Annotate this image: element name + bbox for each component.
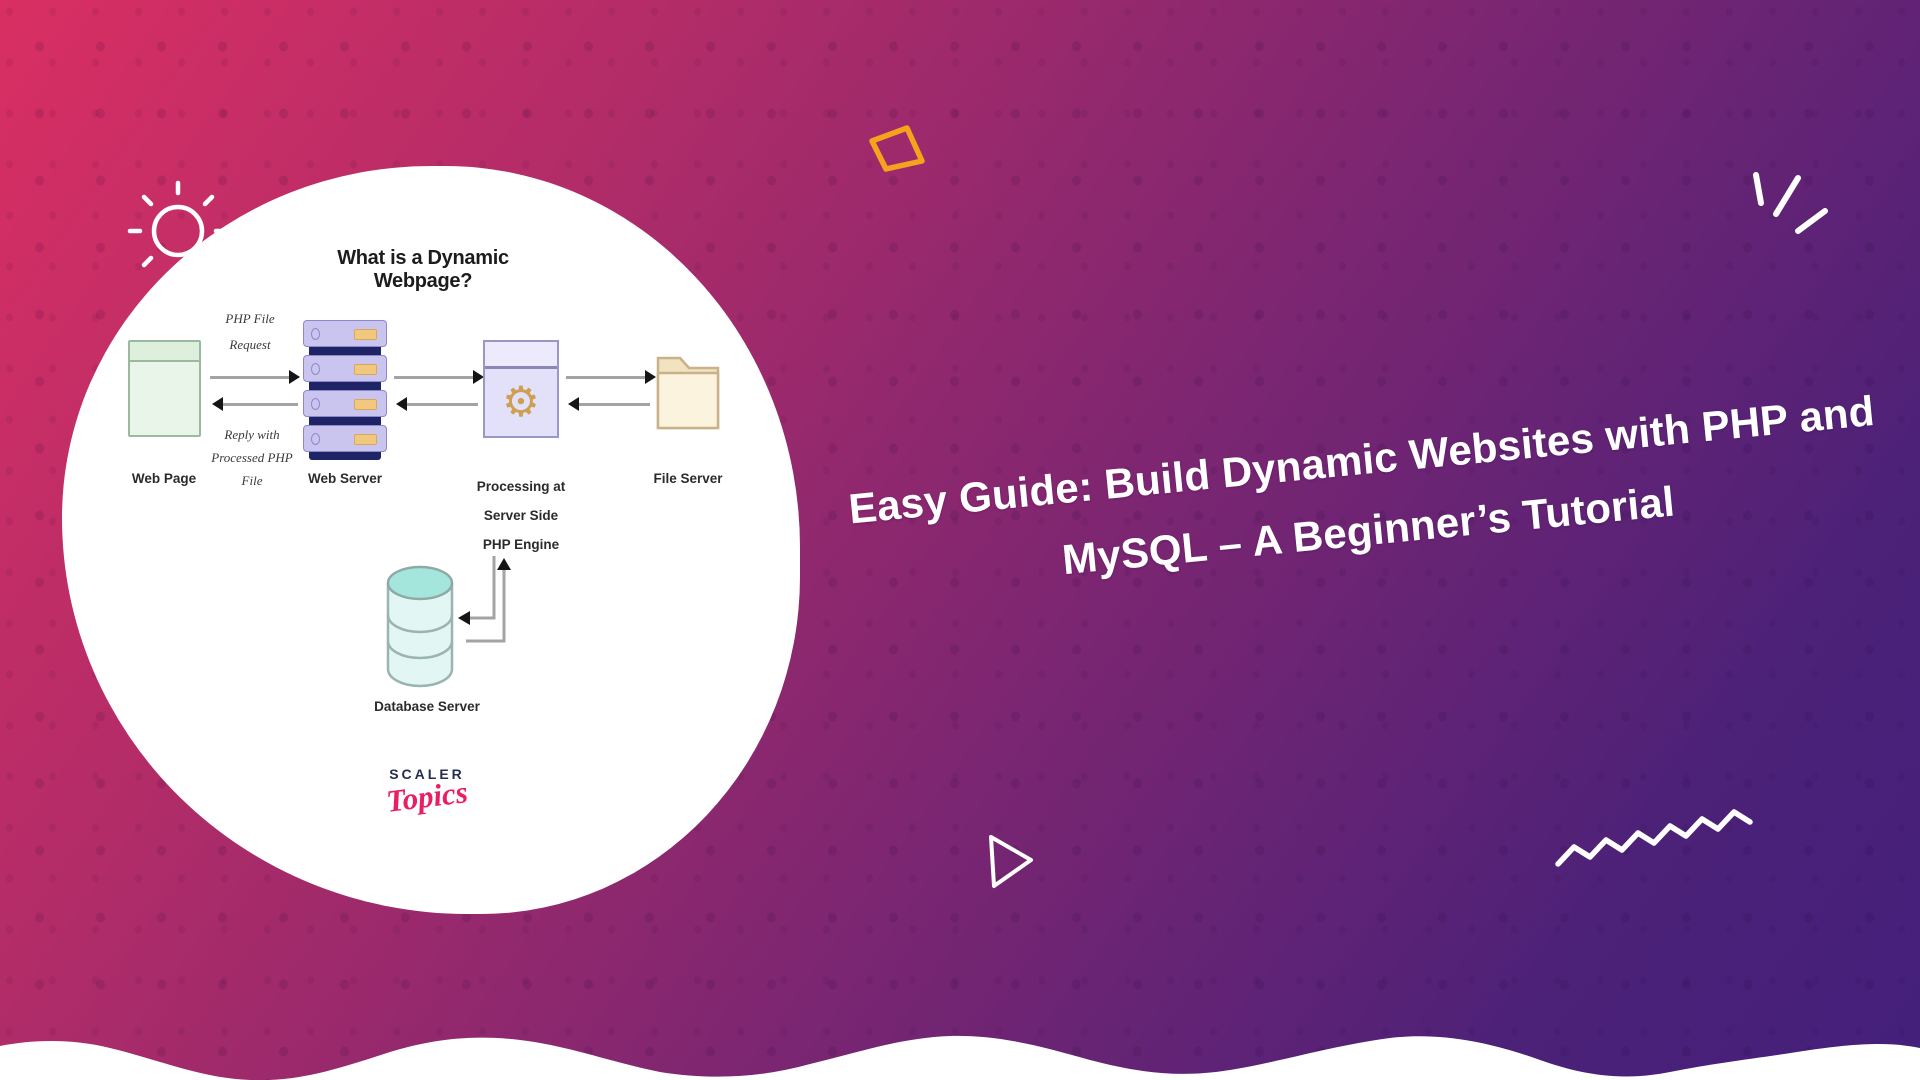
square-outline-icon [869,125,925,172]
blob-background [62,166,800,914]
web-page-header [130,342,199,362]
php-engine-label-line1: Processing at [476,479,566,494]
gear-icon: ⚙ [502,378,540,425]
server-dot-icon [311,433,320,445]
diagram-title: What is a Dynamic Webpage? [337,247,509,292]
reply-arrow [212,397,298,411]
banner-title: Easy Guide: Build Dynamic Websites with … [824,373,1907,618]
arrow-left-icon [212,397,223,411]
reply-label-line2: Processed PHP [211,449,293,465]
server-led-icon [354,399,377,410]
php-engine-label-line2: Server Side [483,508,559,524]
server-dot-icon [311,363,320,375]
web-page-label: Web Page [131,471,197,486]
server-dot-icon [311,398,320,410]
scaler-logo-brand: SCALER [389,766,465,782]
php-engine-label: Processing at Server Side PHP Engine [463,472,579,559]
web-server-icon [303,320,387,460]
request-label: PHP File Request [208,306,292,358]
spark-lines-icon [1753,172,1828,234]
web-server-label: Web Server [307,471,383,486]
php-engine-icon: ⚙ [483,340,559,438]
engine-to-files-arrow [566,370,656,384]
squiggle-line-icon [1555,809,1753,867]
triangle-outline-icon [989,835,1033,888]
request-label-line1: PHP File [225,311,275,326]
server-led-icon [354,329,377,340]
reply-label: Reply with Processed PHP File [206,424,298,492]
engine-to-server-arrow [396,397,478,411]
bottom-wave-divider [0,1035,1920,1080]
server-unit [303,425,387,452]
arrow-right-icon [289,370,300,384]
server-unit [303,355,387,382]
request-label-line2: Request [229,337,271,352]
server-led-icon [354,364,377,375]
arrow-right-icon [645,370,656,384]
server-dot-icon [311,328,320,340]
php-engine-header [485,342,557,369]
arrow-right-icon [473,370,484,384]
php-engine-label-line3: PHP Engine [482,537,560,553]
web-page-icon [128,340,201,437]
arrow-left-icon [568,397,579,411]
server-to-engine-arrow [394,370,484,384]
reply-label-line1: Reply with [224,427,280,442]
file-server-label: File Server [653,471,723,486]
files-to-engine-arrow [568,397,650,411]
database-server-label: Database Server [374,699,480,714]
arrow-left-icon [396,397,407,411]
server-unit [303,390,387,417]
reply-label-line3: File [241,472,263,488]
server-led-icon [354,434,377,445]
server-unit [303,320,387,347]
request-arrow [210,370,300,384]
